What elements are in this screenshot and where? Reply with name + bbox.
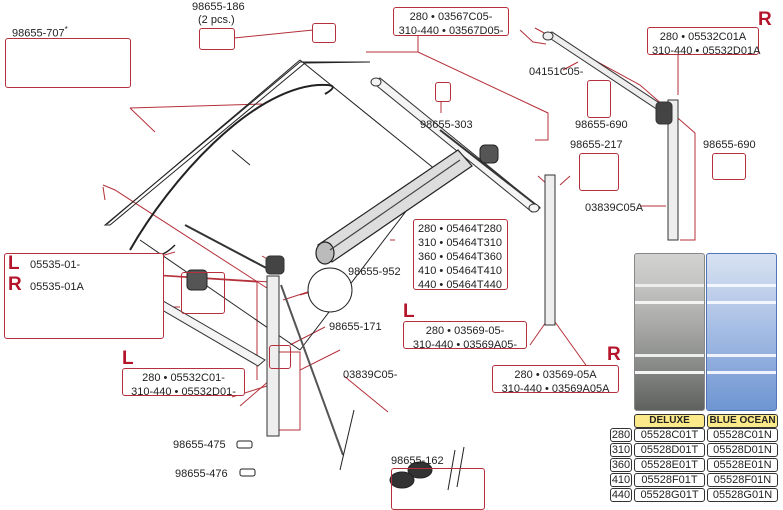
column-deluxe-grey: DELUXE GREY [634,414,705,438]
right-arm-tube-number: 04151C05- [529,66,584,78]
right-clip-number: 98655-690 [575,119,628,131]
winder-kit-box [4,253,164,339]
blue-code-cell: 05528E01N [707,458,778,472]
foot-plate-a-number: 98655-475 [173,439,226,451]
grey-code-cell: 05528E01T [634,458,705,472]
left-rafter-label: 280 • 03569-05- 310-440 • 03569A05- [403,321,527,351]
size-cell: 360 [610,458,632,472]
hook-number: 98655-171 [329,321,382,333]
front-rail-art [370,77,541,213]
left-arm-label: 280 • 05532C01- 310-440 • 05532D01- [122,368,245,398]
winder-kit-side-l: L [8,253,20,274]
right-foot-clip-number: 98655-690 [703,139,756,151]
canopy-art [103,59,437,351]
swatch-blue-ocean [706,253,777,411]
strap-clip-number: 98655-952 [348,266,401,278]
blue-code-cell: 05528D01N [707,443,778,457]
grey-code-cell: 05528F01T [634,473,705,487]
grey-code-cell: 05528G01T [634,488,705,502]
swatch-deluxe-grey [634,253,705,411]
detail-magnifier [307,267,353,313]
left-arm-side: L [122,348,134,369]
rail-slider-number: 98655-303 [420,119,473,131]
end-caps-kit-box [5,38,131,88]
left-arm-art [265,174,556,456]
roller-tube-art [315,149,473,265]
screw-cover-box-2 [312,23,336,43]
blue-code-cell: 05528G01N [707,488,778,502]
right-rafter-side: R [607,344,621,365]
roller-tube-label: 280 • 05464T280 310 • 05464T310 360 • 05… [413,219,508,291]
foot-plate-b-number: 98655-476 [175,468,228,480]
right-rafter-label: 280 • 03569-05A 310-440 • 03569A05A [492,365,619,395]
left-leg-number: 03839C05- [343,369,398,381]
front-rail-upper-label: 280 • 03567C05- 310-440 • 03567D05- [393,7,509,37]
end-caps-kit-number: 98655-707* [12,25,68,40]
blue-code-cell: 05528C01N [707,428,778,442]
tie-down-kit-number: 98655-162 [391,455,444,467]
right-leg-number: 03839C05A [585,202,644,214]
tie-down-kit-box [391,468,485,510]
bracket-box [579,153,619,191]
grey-code-cell: 05528C01T [634,428,705,442]
winder-detail-box [181,272,225,314]
blue-code-cell: 05528F01N [707,473,778,487]
size-cell: 310 [610,443,632,457]
column-blue-ocean: BLUE OCEAN [707,414,778,428]
winder-kit-side-r: R [8,274,22,295]
rail-slider-box [435,82,451,102]
screw-cover-qty: (2 pcs.) [198,14,235,26]
winder-kit-number-r: 05535-01A [30,281,84,293]
grey-code-cell: 05528D01T [634,443,705,457]
right-arm-art [542,31,679,241]
right-arm-side: R [758,9,772,30]
right-foot-clip-box [712,153,746,180]
size-cell: 410 [610,473,632,487]
hook-box [269,345,291,369]
bracket-number: 98655-217 [570,139,623,151]
size-cell: 280 [610,428,632,442]
screw-cover-number: 98655-186 [192,1,245,13]
screw-cover-box [199,28,235,50]
left-rafter-side: L [403,301,415,322]
right-arm-label: 280 • 05532C01A 310-440 • 05532D01A [647,27,760,57]
size-cell: 440 [610,488,632,502]
winder-kit-number-l: 05535-01- [30,259,81,271]
right-clip-box [587,80,611,118]
